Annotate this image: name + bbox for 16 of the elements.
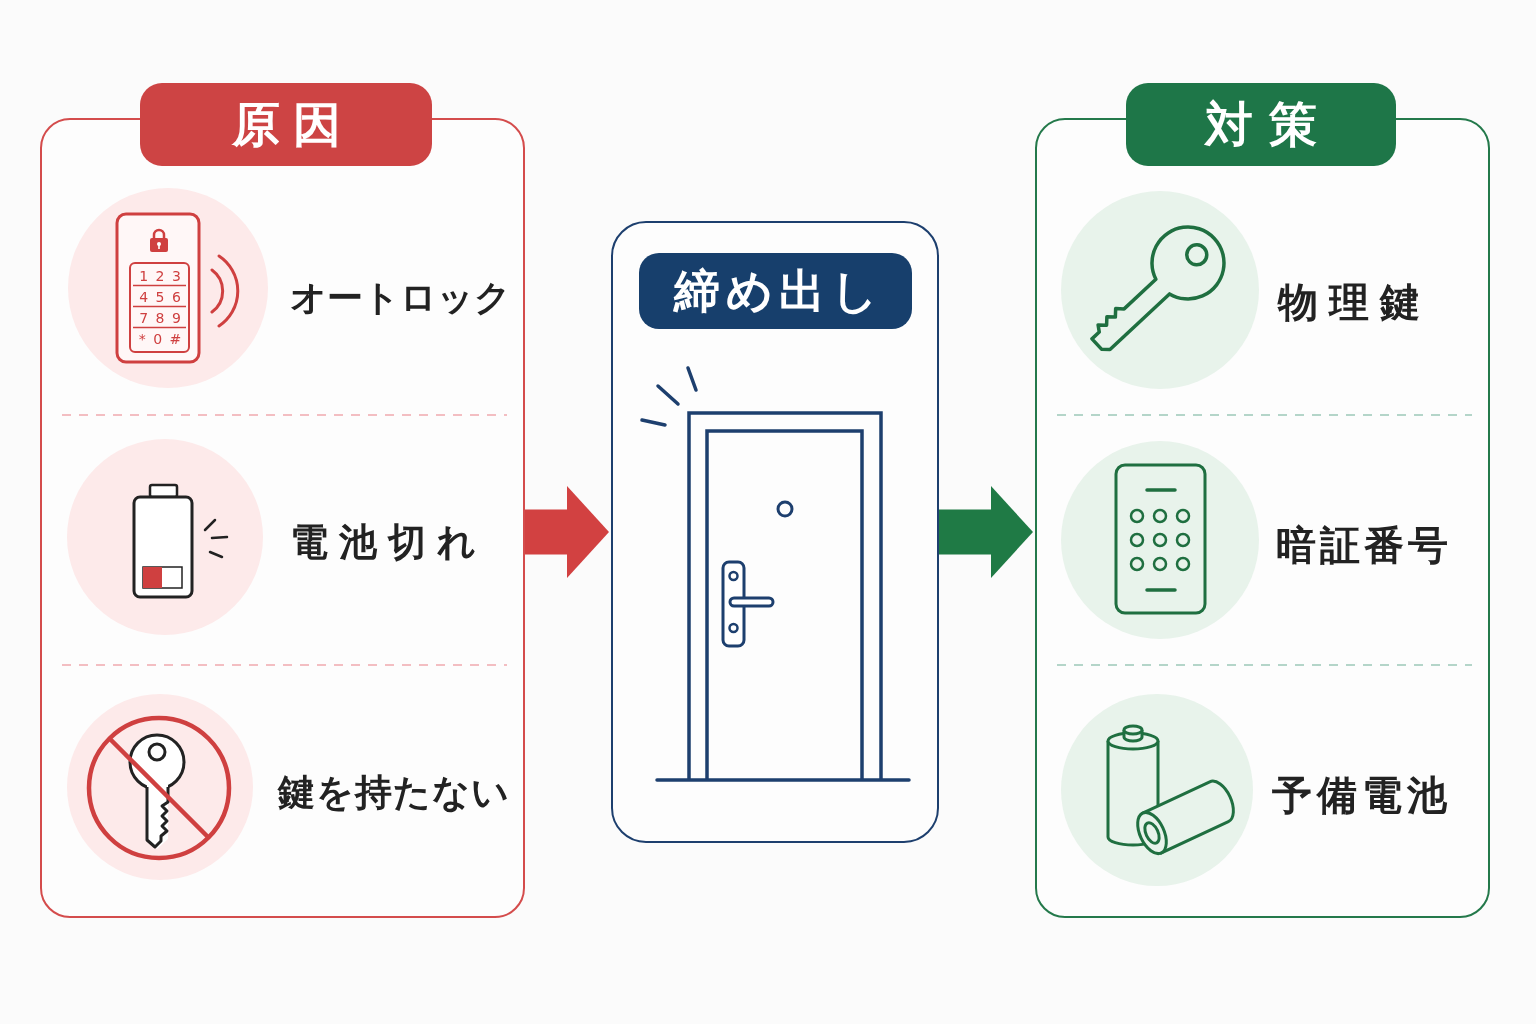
keypad-digits: 1 2 3 xyxy=(139,268,183,284)
item-label: オートロック xyxy=(290,276,511,320)
section-heading: 原因 xyxy=(140,83,432,166)
keypad-digits: * 0 # xyxy=(138,331,183,347)
item-label: 電池切れ xyxy=(290,520,487,566)
section-panel xyxy=(611,221,939,843)
keypad-digits: 7 8 9 xyxy=(139,310,183,326)
item-label: 暗証番号 xyxy=(1276,521,1452,569)
section-heading: 対策 xyxy=(1126,83,1396,166)
arrow xyxy=(939,486,1033,578)
keypad-digits: 4 5 6 xyxy=(139,289,183,305)
section-heading: 締め出し xyxy=(639,253,912,329)
item-label: 物理鍵 xyxy=(1278,278,1431,326)
arrow xyxy=(525,486,609,578)
item-label: 予備電池 xyxy=(1272,771,1452,819)
item-label: 鍵を持たない xyxy=(278,770,510,816)
